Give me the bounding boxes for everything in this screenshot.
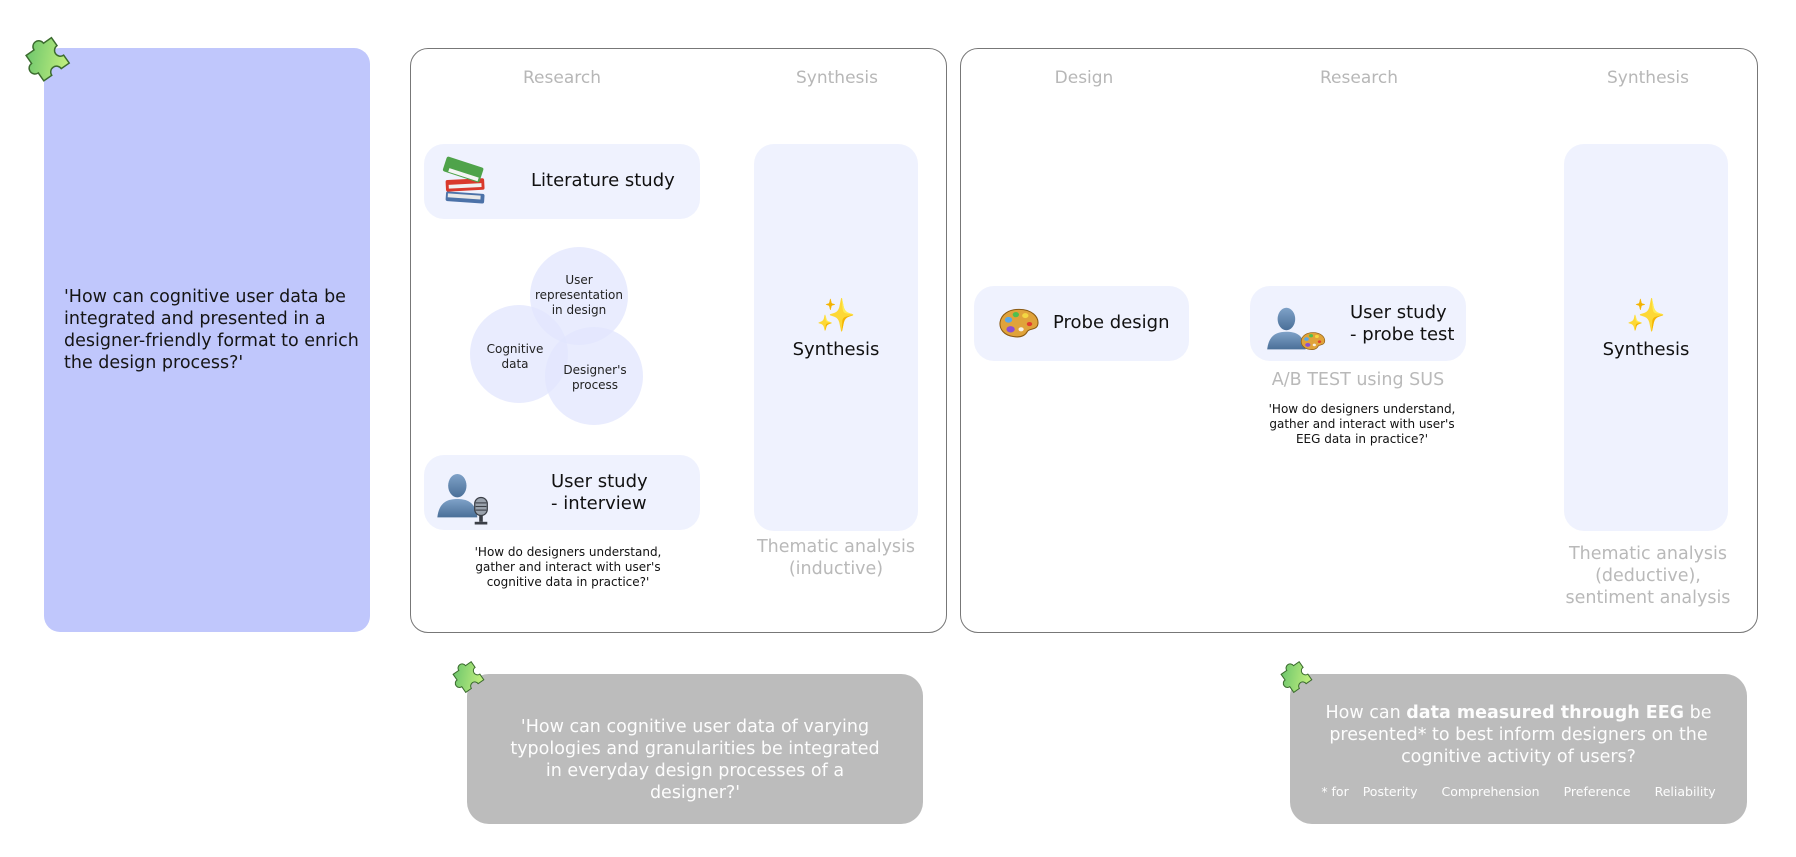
- phase1-synthesis-method-line1: Thematic analysis: [756, 537, 916, 557]
- sub-question-2-card: How can data measured through EEG be pre…: [1290, 674, 1747, 824]
- sub-question-1-card: 'How can cognitive user data of varying …: [467, 674, 923, 824]
- interview-question: 'How do designers understand, gather and…: [474, 545, 662, 589]
- phase2-column-header-design: Design: [1054, 68, 1114, 88]
- user-study-probe-test-line1: User study: [1350, 302, 1447, 323]
- sub-question-2-prefix: How can: [1325, 703, 1407, 723]
- sub-question-2-emphasis: data measured through EEG: [1406, 703, 1685, 723]
- phase2-column-header-research: Research: [1320, 68, 1398, 88]
- user-study-interview-line1: User study: [551, 471, 648, 492]
- sub-question-2-suffix: be presented* to best inform designers o…: [1329, 703, 1712, 767]
- sub-question-2-text: How can data measured through EEG be pre…: [1320, 702, 1717, 768]
- user-study-interview-label: User study - interview: [551, 471, 648, 515]
- phase2-synthesis-method-line2: (deductive),: [1595, 566, 1701, 586]
- criterion-posterity: Posterity: [1362, 784, 1418, 799]
- puzzle-piece-icon: [16, 24, 78, 86]
- phase2-synthesis-method-line1: Thematic analysis: [1568, 544, 1728, 564]
- phase2-column-header-synthesis: Synthesis: [1607, 68, 1689, 88]
- sparkles-icon: ✨: [816, 296, 856, 334]
- sub-question-1-text: 'How can cognitive user data of varying …: [510, 717, 880, 803]
- criterion-preference: Preference: [1563, 784, 1631, 799]
- puzzle-piece-icon: [1274, 652, 1318, 696]
- user-study-probe-test-line2: - probe test: [1350, 324, 1455, 345]
- probe-design-card: Probe design: [974, 286, 1189, 361]
- venn-label-designers-process: Designer's process: [563, 363, 627, 392]
- user-study-interview-card: User study - interview: [424, 455, 700, 530]
- sub-question-2-footnote: * for Posterity Comprehension Preference…: [1290, 784, 1747, 799]
- sparkles-icon: ✨: [1626, 296, 1666, 334]
- ab-test-label: A/B TEST using SUS: [1271, 370, 1445, 390]
- phase1-synthesis-column: ✨ Synthesis: [754, 144, 918, 531]
- probe-design-label: Probe design: [1053, 312, 1170, 333]
- phase1-synthesis-method: Thematic analysis (inductive): [736, 536, 936, 580]
- phase1-synthesis-label: Synthesis: [792, 339, 880, 360]
- venn-label-cognitive-data: Cognitive data: [486, 342, 544, 371]
- criterion-comprehension: Comprehension: [1441, 784, 1540, 799]
- microphone-icon: [472, 495, 490, 527]
- phase2-synthesis-label: Synthesis: [1602, 339, 1690, 360]
- artist-palette-icon: [1300, 330, 1326, 352]
- user-study-interview-line2: - interview: [551, 493, 647, 514]
- main-research-question-text: 'How can cognitive user data be integrat…: [64, 287, 359, 373]
- main-research-question-card: 'How can cognitive user data be integrat…: [44, 48, 370, 632]
- footnote-prefix: * for: [1321, 784, 1349, 799]
- venn-circle-designers-process: [545, 327, 643, 425]
- user-study-probe-test-label: User study - probe test: [1350, 302, 1454, 346]
- venn-diagram: User representation in design Cognitive …: [460, 245, 660, 425]
- probe-test-question: 'How do designers understand, gather and…: [1268, 402, 1456, 446]
- criterion-reliability: Reliability: [1654, 784, 1716, 799]
- books-icon: [440, 156, 494, 210]
- literature-study-card: Literature study: [424, 144, 700, 219]
- phase1-column-header-synthesis: Synthesis: [796, 68, 878, 88]
- phase1-synthesis-method-line2: (inductive): [788, 559, 884, 579]
- phase1-column-header-research: Research: [523, 68, 601, 88]
- user-study-probe-test-card: User study - probe test: [1250, 286, 1466, 361]
- phase2-synthesis-method-line3: sentiment analysis: [1565, 588, 1731, 608]
- puzzle-piece-icon: [446, 652, 490, 696]
- literature-study-label: Literature study: [531, 170, 675, 191]
- venn-label-user-representation: User representation in design: [534, 273, 623, 317]
- phase2-synthesis-column: ✨ Synthesis: [1564, 144, 1728, 531]
- phase2-synthesis-method: Thematic analysis (deductive), sentiment…: [1548, 543, 1748, 609]
- artist-palette-icon: [998, 306, 1040, 340]
